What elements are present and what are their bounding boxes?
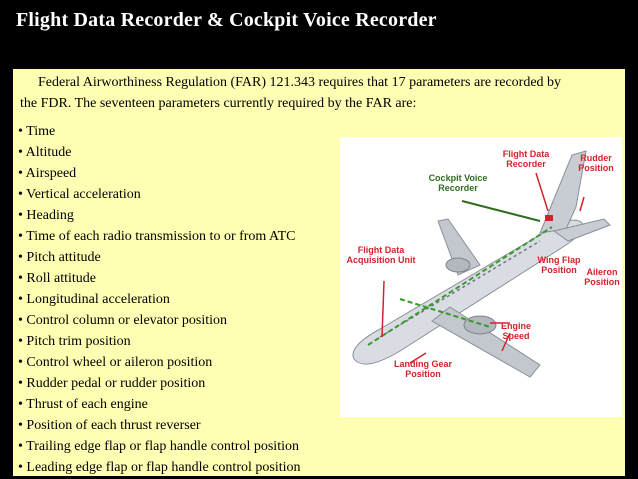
airplane-illustration	[352, 150, 611, 378]
list-item: Trailing edge flap or flap handle contro…	[18, 436, 301, 457]
list-item: Position of each thrust reverser	[18, 415, 301, 436]
list-item: Rudder pedal or rudder position	[18, 373, 301, 394]
intro-paragraph: Federal Airworthiness Regulation (FAR) 1…	[20, 75, 562, 111]
slide-header	[0, 0, 638, 50]
engine-label: Engine Speed	[500, 321, 531, 341]
list-item: Airspeed	[18, 163, 301, 184]
list-item: Time	[18, 121, 301, 142]
list-item: Thrust of each engine	[18, 394, 301, 415]
fdau-label: Flight Data Acquisition Unit	[346, 245, 416, 265]
list-item: Control wheel or aileron position	[18, 352, 301, 373]
list-item: Heading	[18, 205, 301, 226]
aileron-label: Aileron Position	[584, 267, 620, 287]
list-item: Roll attitude	[18, 268, 301, 289]
list-item: Longitudinal acceleration	[18, 289, 301, 310]
landing-gear-label: Landing Gear Position	[393, 359, 452, 379]
airplane-diagram: Flight Data Recorder Cockpit Voice Recor…	[340, 137, 622, 417]
wing-flap-label: Wing Flap Position	[537, 255, 581, 275]
list-item: Altitude	[18, 142, 301, 163]
parameter-list: Time Altitude Airspeed Vertical accelera…	[18, 121, 301, 478]
list-item: Vertical acceleration	[18, 184, 301, 205]
list-item: Leading edge flap or flap handle control…	[18, 457, 300, 478]
list-item: Time of each radio transmission to or fr…	[18, 226, 301, 247]
fdr-label: Flight Data Recorder	[502, 149, 550, 169]
list-item: Control column or elevator position	[18, 310, 301, 331]
slide-title: Flight Data Recorder & Cockpit Voice Rec…	[16, 9, 437, 31]
cvr-label: Cockpit Voice Recorder	[428, 173, 488, 193]
list-item: Pitch attitude	[18, 247, 301, 268]
list-item: Pitch trim position	[18, 331, 301, 352]
rudder-label: Rudder Position	[578, 153, 614, 173]
